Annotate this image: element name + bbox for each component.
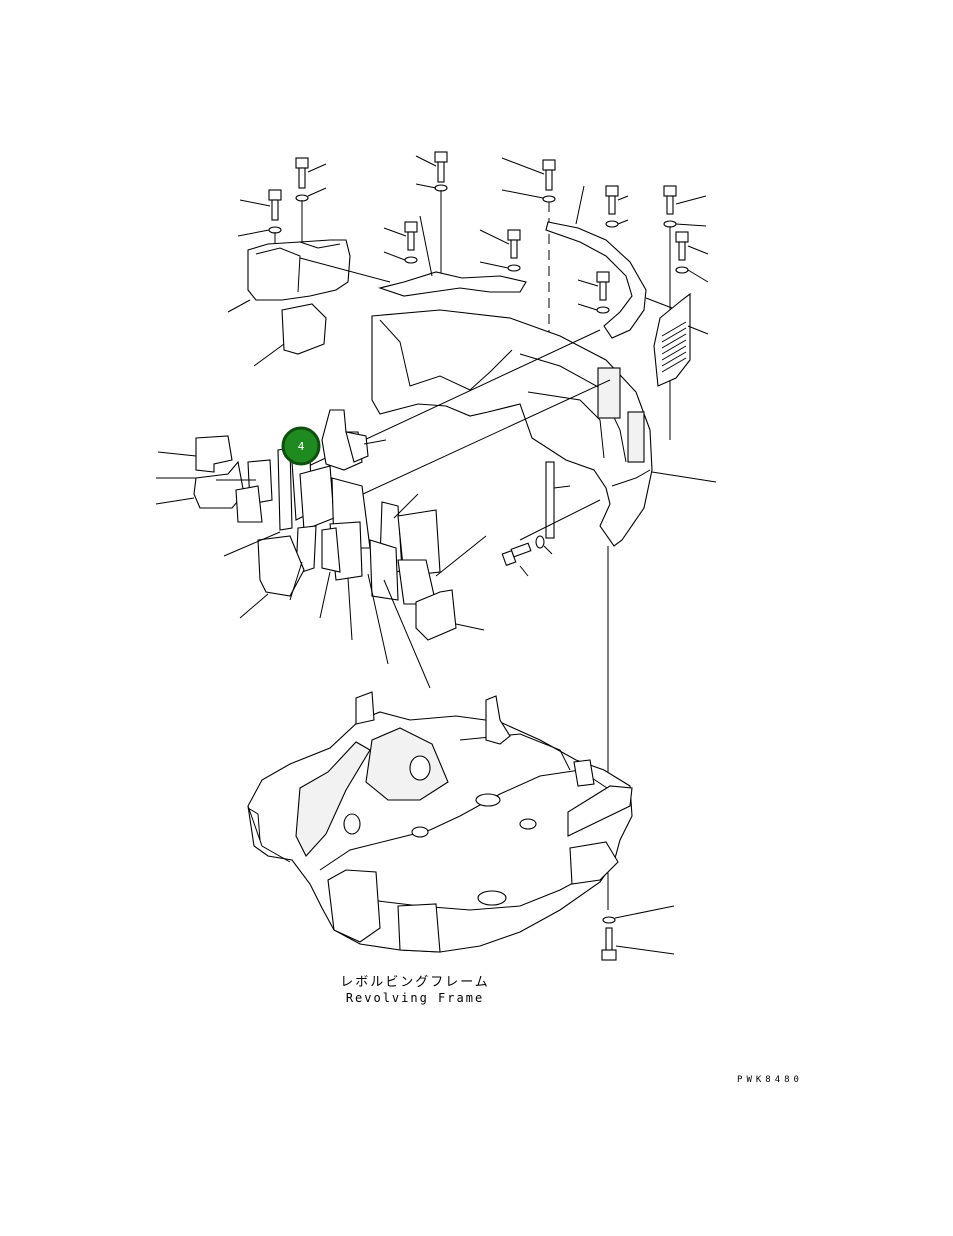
- grille: [653, 292, 709, 387]
- counterweight: [371, 309, 717, 547]
- pad-cluster: [155, 329, 611, 689]
- callout-number: 4: [298, 440, 305, 453]
- washer: [501, 189, 556, 203]
- washer: [383, 251, 418, 264]
- washer: [479, 261, 521, 272]
- side-bolt: [501, 535, 553, 577]
- bottom-bolt: [601, 927, 675, 961]
- left-pad: [253, 303, 327, 367]
- top-plate-center: [378, 215, 527, 297]
- washer: [295, 187, 327, 202]
- left-cover: [227, 239, 391, 313]
- revolving-frame: [247, 691, 633, 953]
- bolt: [479, 229, 521, 259]
- rod: [545, 461, 571, 539]
- bolt: [239, 189, 282, 221]
- washer: [675, 266, 709, 283]
- bolt: [415, 151, 448, 183]
- bottom-washer: [602, 905, 675, 924]
- washer: [577, 303, 610, 314]
- bolt: [295, 157, 327, 189]
- bolt: [663, 185, 707, 215]
- washer: [415, 183, 448, 192]
- bolt: [675, 231, 709, 261]
- frame-label-en: Revolving Frame: [346, 991, 484, 1005]
- callout-badge[interactable]: 4: [281, 426, 321, 466]
- bolt: [501, 157, 556, 191]
- right-arc-plate: [545, 185, 673, 339]
- grille-slats: [661, 321, 687, 373]
- bolt: [383, 221, 418, 251]
- bolt: [605, 185, 629, 215]
- drawing-code: PWK8480: [737, 1075, 803, 1085]
- frame-label-jp: レボルビングフレーム: [340, 975, 490, 990]
- bolt: [577, 271, 610, 301]
- washer: [605, 219, 629, 228]
